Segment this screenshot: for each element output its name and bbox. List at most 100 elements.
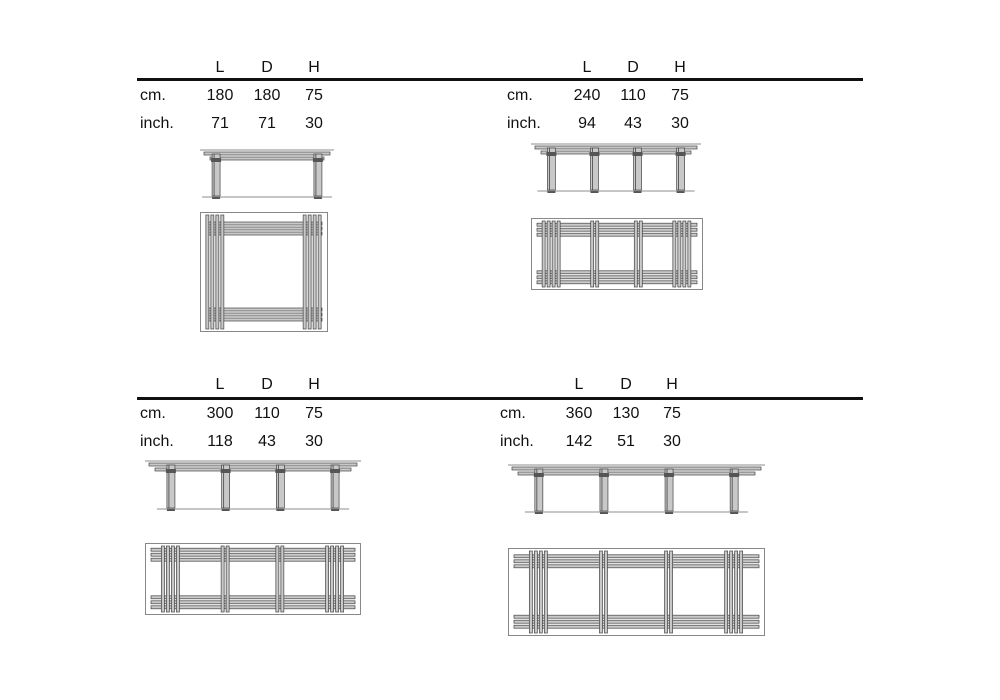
plan-rail-vertical bbox=[215, 214, 220, 330]
plan-rail-vertical bbox=[161, 545, 165, 613]
leg bbox=[590, 147, 599, 191]
top-rail bbox=[534, 145, 698, 150]
inch-h: 30 bbox=[305, 433, 323, 450]
unit-cm: cm. bbox=[507, 87, 533, 104]
top-rail bbox=[517, 471, 756, 476]
leg-joint bbox=[729, 473, 740, 477]
top-rail bbox=[203, 151, 331, 156]
top-rail bbox=[154, 467, 352, 472]
leg-foot bbox=[730, 512, 739, 514]
leg bbox=[166, 464, 176, 509]
leg-foot bbox=[547, 191, 556, 193]
leg bbox=[664, 468, 674, 512]
unit-inch: inch. bbox=[140, 115, 174, 132]
inch-l: 142 bbox=[565, 433, 593, 450]
plan-rail-horizontal bbox=[536, 232, 698, 237]
inch-l: 71 bbox=[211, 115, 229, 132]
plan-rail-vertical bbox=[275, 545, 280, 613]
leg-foot bbox=[166, 509, 175, 511]
leg-joint bbox=[589, 152, 600, 156]
plan-rail-horizontal bbox=[150, 552, 356, 557]
leg bbox=[211, 153, 221, 197]
leg bbox=[534, 468, 544, 512]
leg-joint bbox=[664, 473, 675, 477]
leg bbox=[676, 147, 685, 191]
plan-rail-vertical bbox=[590, 220, 595, 288]
unit-cm: cm. bbox=[500, 405, 526, 422]
col-header-l: L bbox=[215, 376, 225, 393]
inch-h: 30 bbox=[663, 433, 681, 450]
unit-cm: cm. bbox=[140, 87, 166, 104]
leg-joint bbox=[632, 152, 643, 156]
cm-l: 180 bbox=[206, 87, 234, 104]
inch-d: 71 bbox=[258, 115, 276, 132]
inch-l: 94 bbox=[578, 115, 596, 132]
leg bbox=[330, 464, 340, 509]
leg-foot bbox=[590, 191, 599, 193]
plan-rail-vertical bbox=[205, 214, 210, 330]
leg-foot bbox=[221, 509, 230, 511]
plan-rail-vertical bbox=[739, 550, 744, 634]
leg-foot bbox=[276, 509, 285, 511]
plan-rail-vertical bbox=[176, 545, 180, 613]
leg-joint bbox=[165, 469, 176, 473]
col-header-h: H bbox=[308, 376, 320, 393]
header-rule-bottom bbox=[137, 397, 863, 400]
col-header-l: L bbox=[574, 376, 584, 393]
plan-rail-vertical bbox=[171, 545, 175, 613]
leg bbox=[633, 147, 642, 191]
cm-l: 360 bbox=[565, 405, 593, 422]
header-rule-top bbox=[137, 78, 863, 81]
inch-d: 43 bbox=[624, 115, 642, 132]
leg-joint bbox=[546, 152, 557, 156]
inch-h: 30 bbox=[671, 115, 689, 132]
plan-rail-vertical bbox=[210, 214, 215, 330]
top-rail bbox=[148, 462, 358, 467]
plan-rail-horizontal bbox=[536, 222, 698, 227]
plan-rail-vertical bbox=[595, 220, 600, 288]
leg-foot bbox=[676, 191, 685, 193]
plan-rail-vertical bbox=[677, 220, 682, 288]
leg-joint bbox=[533, 473, 544, 477]
side-view-drawing bbox=[508, 464, 765, 514]
plan-rail-vertical bbox=[528, 550, 533, 634]
cm-h: 75 bbox=[305, 405, 323, 422]
top-rail bbox=[209, 156, 325, 161]
plan-rail-horizontal bbox=[513, 619, 760, 624]
leg-joint bbox=[675, 152, 686, 156]
plan-rail-horizontal bbox=[150, 557, 356, 562]
plan-rail-vertical bbox=[638, 220, 643, 288]
plan-rail-vertical bbox=[325, 545, 329, 613]
inch-d: 43 bbox=[258, 433, 276, 450]
col-header-h: H bbox=[308, 59, 320, 76]
leg-foot bbox=[599, 512, 608, 514]
leg-foot bbox=[665, 512, 674, 514]
col-header-h: H bbox=[674, 59, 686, 76]
plan-rail-vertical bbox=[543, 550, 548, 634]
leg-joint bbox=[312, 158, 323, 162]
plan-rail-horizontal bbox=[513, 559, 760, 564]
plan-rail-vertical bbox=[225, 545, 230, 613]
plan-rail-vertical bbox=[166, 545, 170, 613]
leg-foot bbox=[313, 197, 322, 199]
plan-rail-vertical bbox=[599, 550, 603, 634]
leg bbox=[313, 153, 323, 197]
plan-rail-vertical bbox=[220, 545, 225, 613]
plan-rail-horizontal bbox=[150, 547, 356, 552]
plan-rail-vertical bbox=[330, 545, 334, 613]
plan-rail-horizontal bbox=[536, 280, 698, 285]
plan-rail-vertical bbox=[724, 550, 729, 634]
plan-rail-vertical bbox=[672, 220, 677, 288]
col-header-d: D bbox=[261, 376, 273, 393]
plan-rail-vertical bbox=[220, 214, 225, 330]
plan-rail-vertical bbox=[556, 220, 561, 288]
unit-inch: inch. bbox=[500, 433, 534, 450]
leg bbox=[599, 468, 609, 512]
cm-d: 130 bbox=[612, 405, 640, 422]
plan-view-drawing bbox=[200, 212, 328, 332]
unit-inch: inch. bbox=[140, 433, 174, 450]
plan-rail-vertical bbox=[538, 550, 543, 634]
plan-rail-horizontal bbox=[536, 275, 698, 280]
leg bbox=[547, 147, 556, 191]
plan-rail-horizontal bbox=[513, 554, 760, 559]
